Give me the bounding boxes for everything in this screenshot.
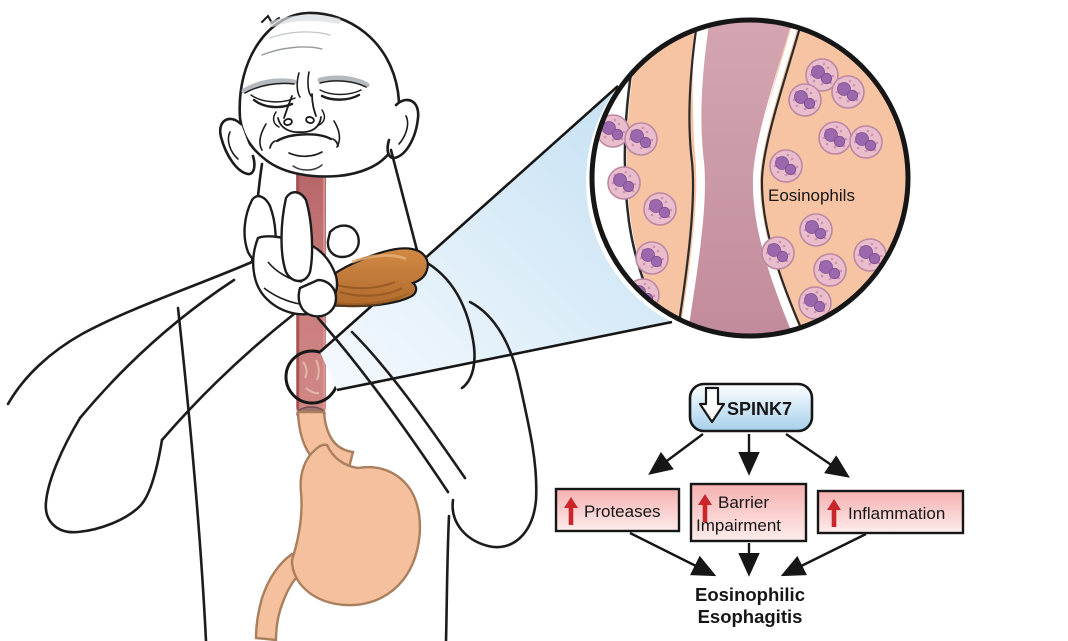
esophageal-lumen — [687, 20, 796, 336]
left-forearm-inner — [160, 312, 296, 442]
outcome-label-line1: Eosinophilic — [695, 584, 805, 605]
proteases-box — [554, 487, 681, 533]
proteases-label: Proteases — [584, 502, 661, 521]
inflammation-box — [816, 489, 965, 535]
spink7-box — [688, 382, 814, 433]
duodenum — [254, 552, 308, 641]
right-arm-line — [444, 514, 451, 641]
right-ear — [386, 98, 420, 160]
neck-right — [389, 148, 421, 260]
left-shoulder — [6, 260, 254, 406]
barrier-label-line1: Barrier — [718, 493, 769, 512]
down-arrow-icon — [698, 386, 726, 424]
barrier-label-line2: Impairment — [696, 516, 781, 535]
right-forearm-outer — [316, 316, 450, 494]
spink7-label: SPINK7 — [727, 399, 792, 419]
thumb — [326, 224, 360, 259]
stomach — [254, 410, 422, 641]
outcome-connectors — [629, 531, 867, 577]
patient-figure — [6, 11, 538, 641]
left-forearm-outer — [78, 278, 236, 420]
hands-at-throat — [243, 191, 360, 318]
outcome-label-line2: Esophagitis — [698, 606, 803, 627]
right-arm-elbow — [451, 300, 538, 549]
right-forearm-inner — [350, 330, 467, 480]
brow-furrow — [296, 71, 312, 98]
nose — [272, 93, 326, 133]
eosinophils-label: Eosinophils — [768, 186, 855, 205]
esophagus-inset: Eosinophils — [589, 17, 911, 339]
torso-left-line — [176, 306, 208, 641]
inflammation-label: Inflammation — [848, 504, 945, 523]
frowning-mouth — [269, 133, 339, 171]
left-elbow — [44, 416, 164, 534]
spink7-connectors — [648, 433, 850, 478]
chicken-drumstick — [309, 247, 429, 308]
inset-circle-border — [589, 17, 911, 339]
left-ear — [218, 117, 256, 176]
flowchart: SPINK7 Proteases Barrier Impairment Infl… — [554, 382, 965, 627]
index-finger — [280, 191, 314, 283]
barrier-impairment-box — [689, 482, 808, 543]
right-shoulder — [416, 256, 476, 390]
